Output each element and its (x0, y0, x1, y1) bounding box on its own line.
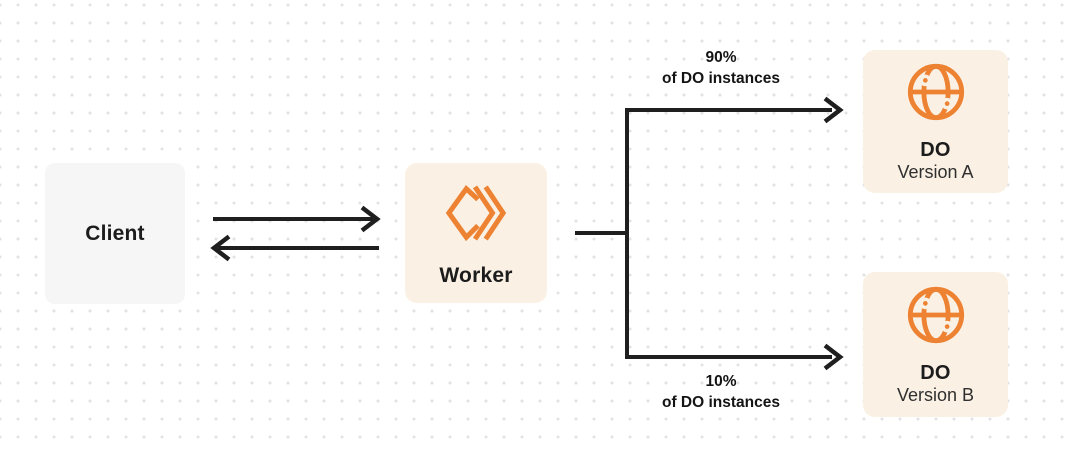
globe-icon (907, 286, 964, 344)
globe-icon (907, 63, 964, 121)
branch-b-label: 10% of DO instances (601, 371, 841, 413)
node-client: Client (45, 163, 185, 304)
do-b-title: DO (920, 362, 951, 384)
branch-a-label: 90% of DO instances (601, 47, 841, 89)
node-do-version-a: DO Version A (863, 50, 1008, 193)
branch-split-line (625, 108, 832, 359)
branch-a-caption: of DO instances (662, 70, 780, 87)
node-worker: Worker (405, 163, 547, 303)
arrow-worker-to-client-head (210, 234, 231, 262)
do-b-subtitle: Version B (896, 385, 975, 405)
client-label: Client (85, 221, 145, 245)
branch-a-percent: 90% (705, 49, 737, 66)
do-a-subtitle: Version A (897, 162, 974, 182)
arrow-client-to-worker-head (360, 205, 381, 233)
arrow-branch-a-head (823, 96, 844, 124)
do-a-title: DO (920, 139, 951, 161)
arrow-branch-b-head (823, 343, 844, 371)
worker-label: Worker (439, 264, 513, 287)
branch-b-caption: of DO instances (662, 394, 780, 411)
node-do-version-b: DO Version B (863, 272, 1008, 417)
branch-b-percent: 10% (705, 373, 737, 390)
workers-icon (445, 185, 507, 242)
